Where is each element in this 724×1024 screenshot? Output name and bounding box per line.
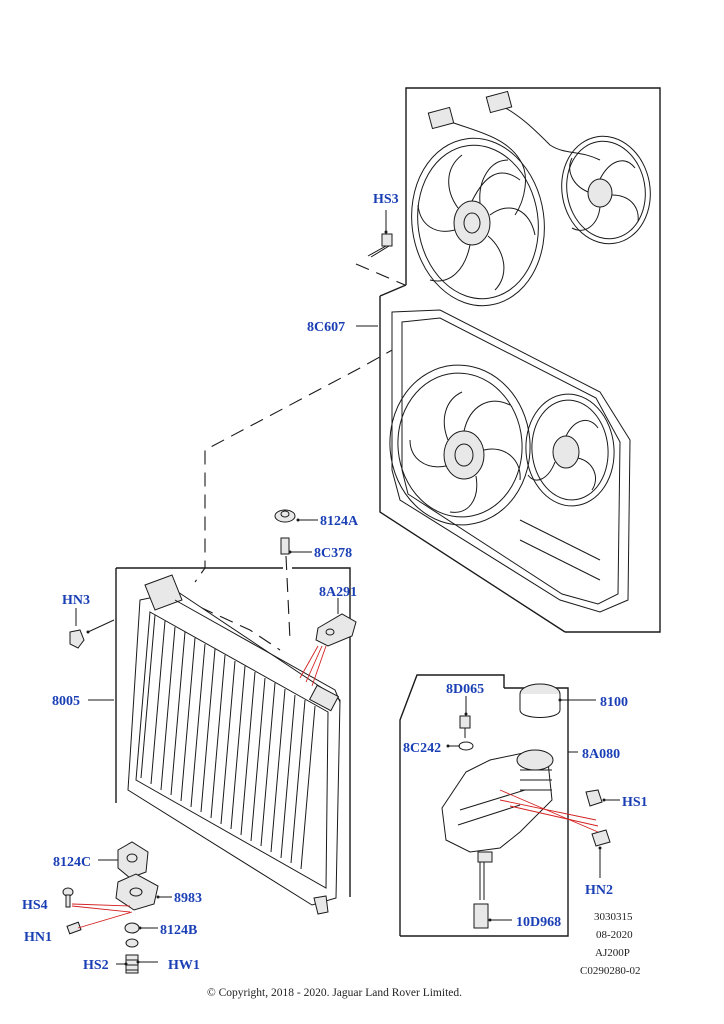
callout-8c242[interactable]: 8C242 (403, 741, 441, 756)
callout-8d065[interactable]: 8D065 (446, 682, 484, 697)
sensor-8d065 (459, 715, 471, 738)
callout-10d968[interactable]: 10D968 (516, 915, 561, 930)
callout-hn3[interactable]: HN3 (62, 593, 90, 608)
fan-shroud-assembly (389, 309, 631, 613)
radiator-fins (140, 614, 316, 870)
callout-8a080[interactable]: 8A080 (582, 747, 620, 762)
bracket-8124c (117, 841, 149, 879)
clip-hs1 (585, 789, 603, 807)
callout-dots (86, 230, 606, 966)
callout-hn1[interactable]: HN1 (24, 930, 52, 945)
callout-hw1[interactable]: HW1 (168, 958, 200, 973)
callout-8124b[interactable]: 8124B (160, 923, 197, 938)
callout-hs4[interactable]: HS4 (22, 898, 48, 913)
callout-8124a[interactable]: 8124A (320, 514, 359, 529)
grommet-8124a (274, 509, 296, 523)
callout-8c378[interactable]: 8C378 (314, 546, 352, 561)
callout-8c607[interactable]: 8C607 (307, 320, 345, 335)
hose-10d968 (473, 862, 489, 929)
radiator (127, 574, 341, 915)
callout-hs3[interactable]: HS3 (373, 192, 399, 207)
radiator-group-frame (115, 567, 351, 897)
upper-small-fan (561, 135, 651, 245)
bolt-hs4 (62, 887, 74, 908)
fan-wiring-harness (427, 90, 601, 216)
red-indicator-lines (71, 645, 599, 929)
nut-hn3 (69, 629, 85, 649)
callout-8983[interactable]: 8983 (174, 891, 202, 906)
bolt-hs3 (367, 233, 393, 258)
bolt-hs2 (125, 954, 139, 974)
bracket-8983 (115, 873, 159, 911)
fan-group-frame (379, 87, 661, 633)
callout-8a291[interactable]: 8A291 (319, 585, 357, 600)
callout-hn2[interactable]: HN2 (585, 883, 613, 898)
expansion-tank (441, 749, 554, 863)
callout-8124c[interactable]: 8124C (53, 855, 91, 870)
meta-line-1: 3030315 (594, 911, 633, 923)
callout-8005[interactable]: 8005 (52, 694, 80, 709)
meta-line-2: 08-2020 (596, 929, 633, 941)
drawing-meta: 3030315 08-2020 AJ200P C0290280-02 (580, 911, 641, 977)
callout-hs1[interactable]: HS1 (622, 795, 648, 810)
pin-8c378 (280, 537, 290, 555)
clip-hn2 (591, 829, 611, 847)
copyright-notice: © Copyright, 2018 - 2020. Jaguar Land Ro… (207, 987, 462, 999)
callout-8100[interactable]: 8100 (600, 695, 628, 710)
meta-line-3: AJ200P (595, 947, 630, 959)
seal-8c242 (458, 741, 474, 751)
callout-hs2[interactable]: HS2 (83, 958, 109, 973)
cap-8100 (519, 683, 561, 718)
meta-line-4: C0290280-02 (580, 965, 641, 977)
callout-labels: HS3 8C607 8124A 8C378 8A291 HN3 8005 8D0… (22, 192, 648, 973)
upper-large-fan (411, 137, 545, 307)
nut-hn1 (66, 921, 82, 935)
leader-lines (75, 210, 620, 965)
isolator-8124b (124, 922, 140, 948)
bracket-8a291 (315, 613, 357, 647)
